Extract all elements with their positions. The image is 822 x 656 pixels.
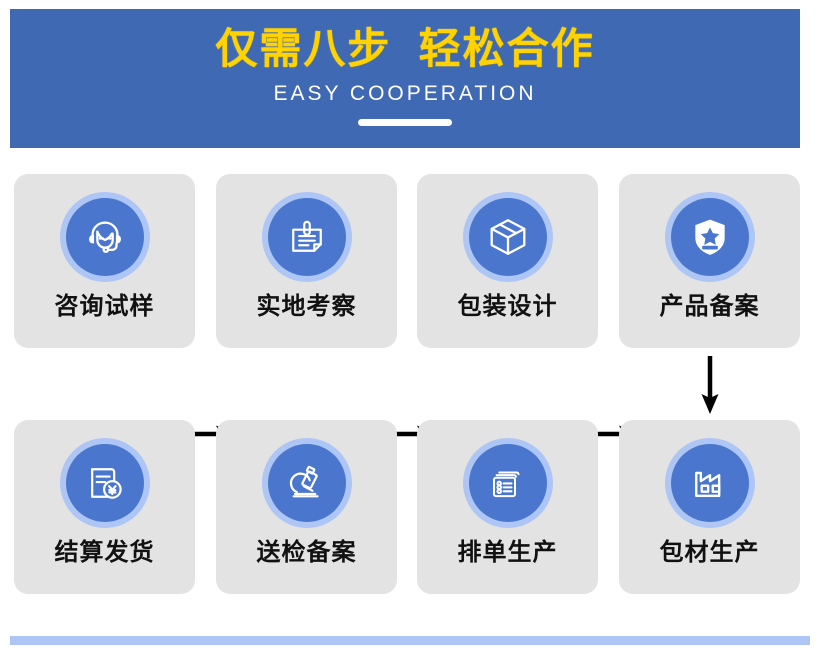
step-label: 结算发货 <box>54 539 155 566</box>
steps-row-1: 咨询试样 实地考察 <box>0 174 822 443</box>
icon-ring <box>462 438 553 528</box>
icon-ring <box>664 192 755 282</box>
step-card-inspection-filing[interactable]: 送检备案 <box>216 420 397 594</box>
shield-star-badge-icon <box>670 198 749 276</box>
checklist-stack-icon <box>468 444 547 522</box>
icon-ring <box>261 438 352 528</box>
icon-ring <box>59 192 150 282</box>
step-label: 包材生产 <box>659 539 760 566</box>
step-card-settlement-shipping[interactable]: 结算发货 <box>14 420 195 594</box>
step-card-material-production[interactable]: 包材生产 <box>619 420 800 594</box>
headset-support-icon <box>65 198 144 276</box>
step-card-site-visit[interactable]: 实地考察 <box>216 174 397 348</box>
title-underline-rule <box>358 119 452 127</box>
factory-icon <box>670 444 749 522</box>
arrow-down-icon <box>690 356 730 414</box>
icon-ring <box>462 192 553 282</box>
page-subtitle: EASY COOPERATION <box>273 82 537 106</box>
step-label: 排单生产 <box>457 539 558 566</box>
header-banner: 仅需八步 轻松合作 EASY COOPERATION <box>10 9 800 148</box>
invoice-yuan-icon <box>65 444 144 522</box>
step-card-consultation[interactable]: 咨询试样 <box>14 174 195 348</box>
clipboard-document-icon <box>267 198 346 276</box>
bottom-accent-bar <box>10 636 810 645</box>
steps-row-2: 结算发货 送检备案 <box>0 420 822 594</box>
step-label: 实地考察 <box>256 293 357 320</box>
step-label: 产品备案 <box>659 293 760 320</box>
step-card-product-filing[interactable]: 产品备案 <box>619 174 800 348</box>
step-card-packaging-design[interactable]: 包装设计 <box>417 174 598 348</box>
icon-ring <box>261 192 352 282</box>
step-label: 包装设计 <box>457 293 558 320</box>
step-card-production-scheduling[interactable]: 排单生产 <box>417 420 598 594</box>
microscope-icon <box>267 444 346 522</box>
icon-ring <box>664 438 755 528</box>
step-label: 咨询试样 <box>54 293 155 320</box>
step-label: 送检备案 <box>256 539 357 566</box>
package-box-icon <box>468 198 547 276</box>
page-title: 仅需八步 轻松合作 <box>215 25 595 72</box>
icon-ring <box>59 438 150 528</box>
